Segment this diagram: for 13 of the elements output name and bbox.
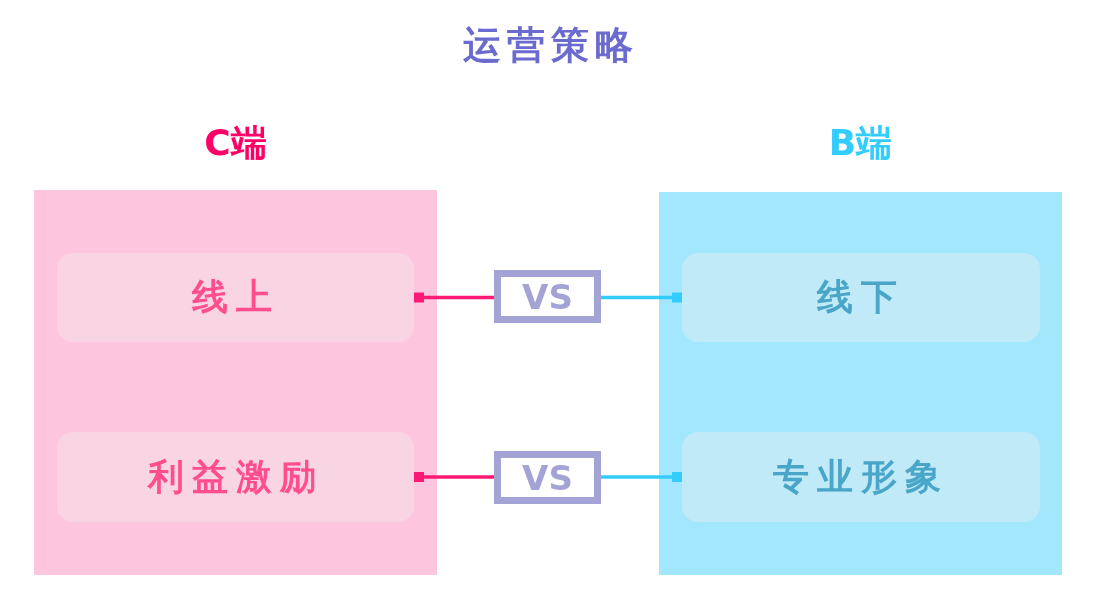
connector-line [414, 472, 494, 482]
connector-line [601, 292, 682, 303]
item-box: 专业形象 [682, 432, 1040, 522]
connector-line [414, 292, 494, 303]
panel-heading: C端 [203, 121, 268, 165]
panel-heading: B端 [827, 121, 894, 165]
item-box: 利益激励 [57, 432, 414, 522]
item-box: 线下 [682, 253, 1040, 342]
vs-box: VS [494, 270, 601, 323]
title: 运营策略 [461, 22, 640, 69]
connector-line [601, 472, 682, 482]
item-box: 线上 [57, 253, 414, 342]
vs-box: VS [494, 451, 601, 504]
